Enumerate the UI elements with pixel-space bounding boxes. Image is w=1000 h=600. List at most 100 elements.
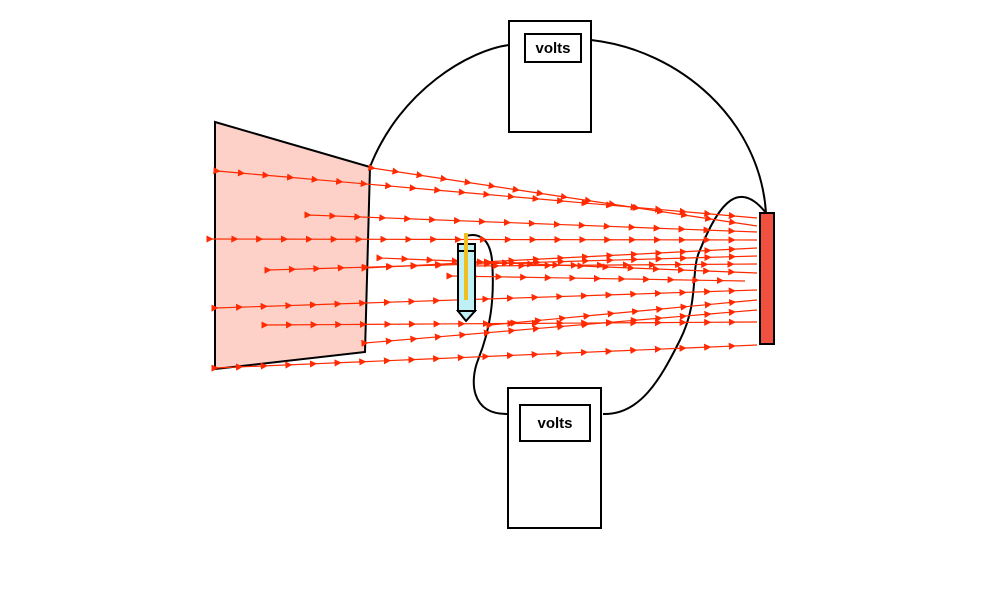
ray-segment (602, 263, 632, 271)
ray-segment (288, 265, 317, 274)
ray-segment (680, 303, 709, 311)
ray-segment (262, 171, 291, 179)
ray-segment (508, 257, 537, 265)
ray-segment (408, 297, 437, 306)
ray-segment (440, 174, 469, 184)
ray-segment (558, 314, 588, 323)
ray-segment (361, 339, 390, 347)
ray-segment (553, 220, 583, 228)
ray-segment (379, 214, 408, 222)
ray-segment (235, 303, 265, 311)
ray-segment (367, 163, 397, 173)
ray-segment (584, 196, 613, 205)
ray-segment (679, 344, 708, 352)
ray-segment (679, 248, 709, 256)
ray-segment (606, 252, 635, 260)
ray-segment (376, 254, 406, 262)
ray-segment (655, 305, 685, 314)
ray-segment (458, 188, 488, 196)
ray-segment (704, 253, 733, 262)
ray-segment (264, 266, 293, 274)
ray-segment (311, 175, 340, 183)
ray-segment (679, 312, 709, 321)
ray-segment (655, 249, 684, 257)
ray-segment (583, 312, 612, 320)
ray-segment (630, 317, 660, 325)
ray-segment (581, 253, 611, 261)
ray-segment (459, 331, 488, 339)
voltmeter-bottom-label: volts (519, 404, 591, 442)
ray-segment (512, 185, 541, 194)
ray-segment (478, 217, 508, 226)
ray-segment (655, 314, 684, 323)
ray-segment (313, 265, 342, 273)
ray-segment (655, 255, 684, 263)
ray-segment (309, 301, 339, 309)
ray-segment (704, 301, 733, 309)
ray-segment (557, 323, 586, 331)
ray-segment (533, 258, 562, 267)
ray-segment (631, 256, 660, 264)
ray-segment (631, 308, 660, 316)
ray-segment (410, 262, 440, 270)
ray-segment (432, 355, 462, 363)
ray-segment (532, 325, 562, 333)
ray-segment (528, 219, 558, 227)
ray-segment (304, 211, 333, 219)
ray-segment (582, 257, 611, 265)
ray-segment (404, 215, 433, 223)
ray-segment (608, 200, 637, 209)
ray-segment (408, 356, 437, 364)
ray-segment (628, 223, 658, 231)
ray-segment (630, 290, 659, 298)
ray-segment (464, 178, 493, 187)
voltmeter-top: volts (508, 20, 592, 133)
ray-segment (728, 268, 758, 276)
ray-segment (386, 263, 415, 271)
ray-segment (453, 216, 483, 225)
ray-segment (606, 256, 635, 264)
ray-segment (679, 207, 708, 215)
ray-segment (603, 222, 633, 230)
ray-segment (578, 221, 608, 229)
voltmeter-top-label: volts (524, 33, 582, 63)
ray-segment (534, 317, 563, 325)
ray-segment (501, 259, 531, 267)
ray-segment (552, 261, 582, 269)
ray-segment (704, 209, 733, 218)
ray-segment (557, 254, 586, 262)
ray-segment (354, 213, 383, 221)
ray-segment (426, 256, 456, 264)
ray-segment (556, 349, 585, 358)
ray-segment (334, 300, 363, 308)
ray-segment (482, 295, 511, 303)
ray-segment (556, 197, 586, 205)
probe-tip (455, 310, 478, 323)
ray-segment (532, 194, 561, 203)
ray-segment (703, 343, 733, 351)
ray-segment (384, 182, 414, 190)
ray-segment (507, 192, 537, 200)
ray-segment (630, 250, 660, 259)
radiation-source (759, 212, 775, 345)
ray-segment (704, 214, 734, 223)
ray-segment (703, 226, 733, 234)
probe (455, 233, 478, 323)
ray-segment (483, 329, 513, 337)
ray-segment (506, 294, 536, 302)
ray-segment (680, 211, 709, 220)
ray-segment (531, 293, 560, 302)
ray-segment (211, 364, 240, 372)
ray-segment (527, 260, 556, 268)
ray-segment (334, 359, 363, 367)
ray-segment (211, 304, 240, 312)
ray-segment (359, 358, 388, 366)
ray-segment (556, 293, 585, 301)
ray-segment (410, 335, 439, 343)
ray-segment (531, 350, 560, 359)
ray-segment (483, 190, 512, 198)
ray-segment (476, 258, 506, 266)
ray-segment (606, 319, 635, 327)
ray-segment (652, 265, 682, 273)
ray-segment (605, 291, 634, 299)
